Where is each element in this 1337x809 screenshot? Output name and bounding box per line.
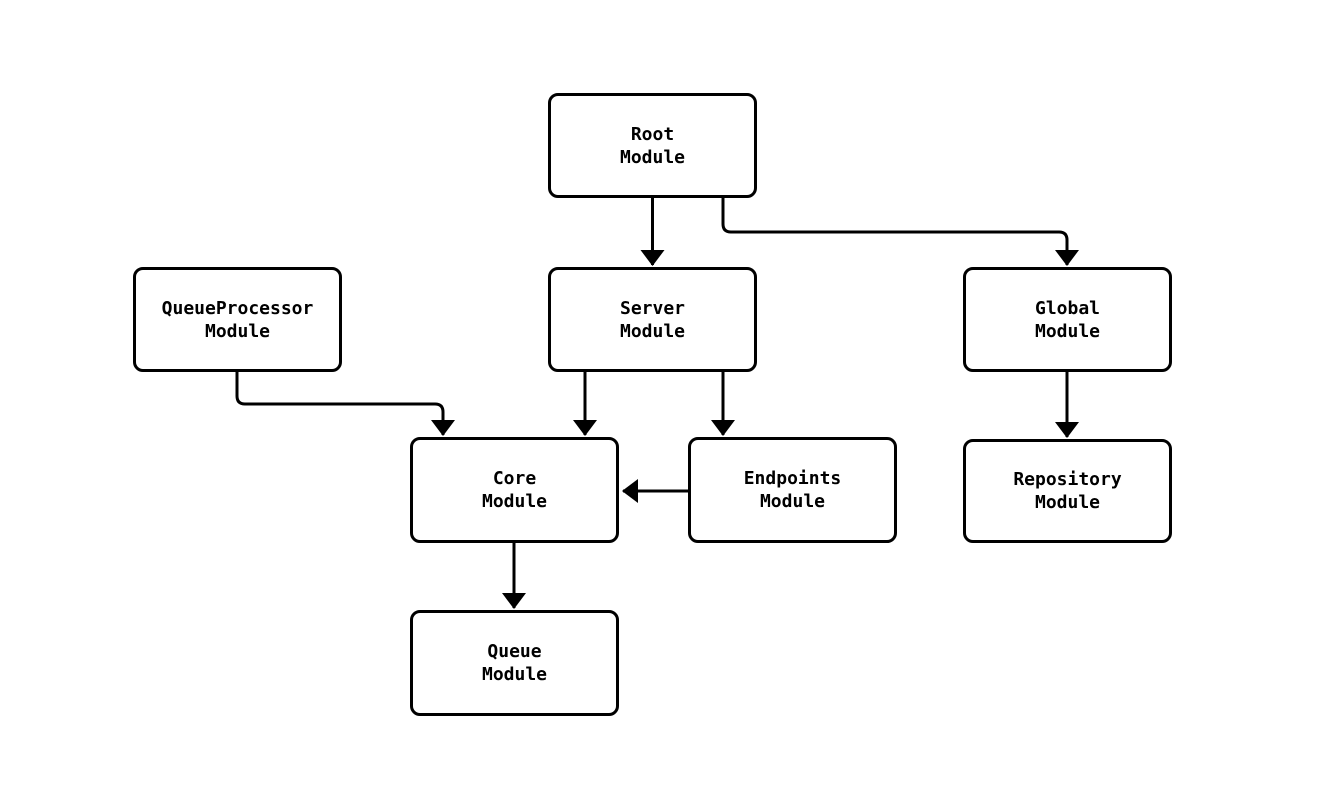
node-core-module: Core Module xyxy=(410,437,619,543)
node-repository-module-label: Repository Module xyxy=(1013,469,1122,513)
node-global-module: Global Module xyxy=(963,267,1172,372)
node-server-module: Server Module xyxy=(548,267,757,372)
node-server-module-label: Server Module xyxy=(619,297,686,342)
node-queue-module: Queue Module xyxy=(410,610,619,716)
node-queueprocessor-module-label: QueueProcessor Module xyxy=(161,297,314,342)
node-endpoints-module: Endpoints Module xyxy=(688,437,897,543)
node-queue-module-label: Queue Module xyxy=(481,641,548,685)
node-core-module-label: Core Module xyxy=(481,468,548,512)
node-endpoints-module-label: Endpoints Module xyxy=(743,468,842,512)
node-global-module-label: Global Module xyxy=(1034,297,1101,342)
node-repository-module: Repository Module xyxy=(963,439,1172,543)
node-queueprocessor-module: QueueProcessor Module xyxy=(133,267,342,372)
node-root-module-label: Root Module xyxy=(619,123,686,168)
node-root-module: Root Module xyxy=(548,93,757,198)
edge-queueprocessor-to-core xyxy=(235,372,455,436)
edge-root-to-global xyxy=(721,198,1079,266)
